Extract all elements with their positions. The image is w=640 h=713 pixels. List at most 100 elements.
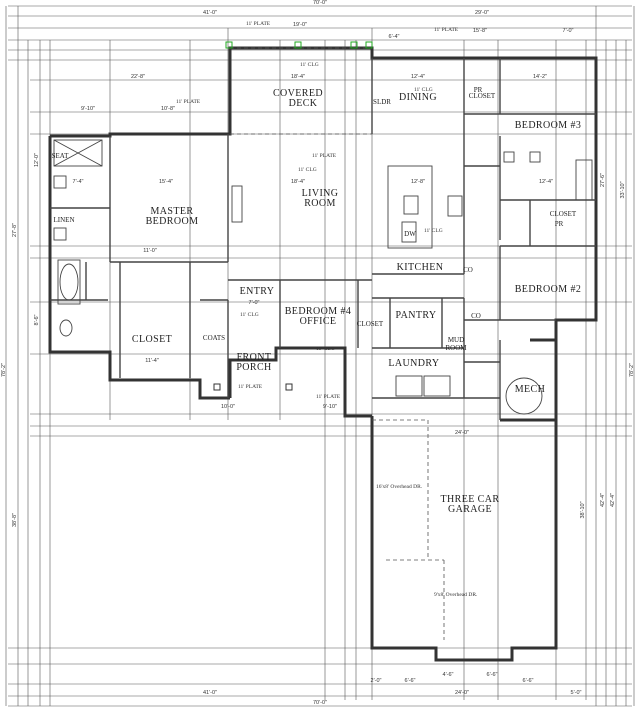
dim-right-total: 78'-2"	[629, 363, 635, 377]
office-label: BEDROOM #4	[285, 306, 352, 317]
dim-top-d: 7'-0"	[563, 28, 574, 34]
dim-right-b: 33'-10"	[620, 181, 626, 198]
dim-row4-a: 9'-10"	[81, 106, 95, 112]
dim-deck2: 18'-4"	[291, 74, 305, 80]
deck-columns	[213, 41, 373, 391]
clg-note-entry: 11' CLG	[240, 312, 259, 318]
garage-label-2: GARAGE	[448, 504, 492, 515]
pr-closet-label-2: CLOSET	[469, 92, 496, 100]
laundry-label: LAUNDRY	[388, 358, 439, 369]
dim-mid-6: 12'-4"	[539, 179, 553, 185]
seat-label: SEAT	[52, 152, 69, 160]
dim-deck: 22'-8"	[131, 74, 145, 80]
coats-label: COATS	[203, 334, 225, 342]
covered-deck-label: COVERED	[273, 88, 323, 99]
pr-closet-label: PR	[474, 86, 483, 94]
plate-note-deck: 11' PLATE	[176, 99, 201, 105]
dw-label: DW	[404, 230, 416, 238]
clg-note-office: 11' CLG	[316, 346, 335, 352]
dim-right-d: 42'-4"	[610, 493, 616, 507]
dim-bot-g5: 2'-0"	[371, 678, 382, 684]
dim-right-a: 27'-6"	[600, 173, 606, 187]
dim-bot-left: 41'-0"	[203, 690, 217, 696]
bedroom-2-label: BEDROOM #2	[515, 284, 582, 295]
dim-bot-g2: 6'-6"	[523, 678, 534, 684]
front-porch-label: FRONT	[237, 352, 272, 363]
closet-small-label: CLOSET	[357, 320, 384, 328]
closet-right-label: CLOSET	[550, 210, 577, 218]
plate-note-dining: 11' PLATE	[434, 27, 459, 33]
master-bedroom-label-2: BEDROOM	[146, 216, 199, 227]
office-label-2: OFFICE	[300, 316, 337, 327]
front-porch-label-2: PORCH	[236, 362, 271, 373]
dim-left-total: 78'-2"	[1, 363, 7, 377]
bedroom-3-label: BEDROOM #3	[515, 120, 582, 131]
room-labels: COVERED DECK DINING SLDR PR CLOSET BEDRO…	[52, 86, 582, 515]
dim-bed3-w: 14'-2"	[533, 74, 547, 80]
dim-mid-1: 15'-4"	[159, 179, 173, 185]
dim-top-b: 6'-4"	[389, 34, 400, 40]
dim-mid-4: 11'-0"	[143, 248, 157, 254]
dim-mid-5: 7'-4"	[73, 179, 84, 185]
clg-note-kitchen: 11' CLG	[424, 228, 443, 234]
dim-left-upper: 27'-8"	[12, 223, 18, 237]
dim-bot-g4: 6'-6"	[487, 672, 498, 678]
dim-dining-w: 12'-4"	[411, 74, 425, 80]
dim-left-lower: 38'-8"	[12, 513, 18, 527]
covered-deck-label-2: DECK	[289, 98, 318, 109]
overhead-9-note: 9'x8' Overhead DR.	[434, 592, 478, 598]
dimension-lines	[5, 5, 635, 707]
dim-mid-10: 10'-0"	[221, 404, 235, 410]
clg-note-living: 11' CLG	[298, 167, 317, 173]
dim-mid-8: 9'-10"	[323, 404, 337, 410]
sldr-label: SLDR	[373, 98, 391, 106]
plate-note-porch: 11' PLATE	[238, 384, 263, 390]
dim-bot-total: 70'-0"	[313, 700, 327, 706]
co2-label: CO	[471, 312, 481, 320]
mud-room-label: MUD	[448, 336, 464, 344]
dim-left-b: 8'-6"	[34, 314, 40, 325]
dim-top-c: 15'-8"	[473, 28, 487, 34]
dim-mid-9: 7'-0"	[249, 300, 260, 306]
linen-label: LINEN	[54, 216, 75, 224]
plate-note-top: 11' PLATE	[246, 21, 271, 27]
dim-right-c: 42'-4"	[600, 493, 606, 507]
dim-top-a: 19'-0"	[293, 22, 307, 28]
dining-label: DINING	[399, 92, 437, 103]
clg-note-deck: 11' CLG	[300, 62, 319, 68]
pr-small-label: PR	[555, 220, 564, 228]
dim-bot-mid: 24'-0"	[455, 690, 469, 696]
overhead-16-note: 16'x8' Overhead DR.	[376, 484, 423, 490]
dim-left-a: 12'-0"	[34, 153, 40, 167]
dim-bot-g3: 4'-6"	[443, 672, 454, 678]
dim-top-left: 41'-0"	[203, 10, 217, 16]
living-room-label-2: ROOM	[304, 198, 336, 209]
pantry-label: PANTRY	[396, 310, 437, 321]
dim-top-right: 29'-0"	[475, 10, 489, 16]
kitchen-label: KITCHEN	[397, 262, 444, 273]
dim-right-e: 38'-10"	[580, 501, 586, 518]
master-bedroom-label: MASTER	[151, 206, 194, 217]
dim-bot-g1: 6'-6"	[405, 678, 416, 684]
plate-note-living: 11' PLATE	[312, 153, 337, 159]
dim-mid-11: 24'-0"	[455, 430, 469, 436]
co-label: CO	[463, 266, 473, 274]
interior-walls	[50, 47, 596, 420]
mech-label: MECH	[515, 384, 546, 395]
dim-bot-right: 5'-0"	[571, 690, 582, 696]
dim-row4-b: 10'-8"	[161, 106, 175, 112]
clg-note-dining: 11' CLG	[414, 87, 433, 93]
mud-room-label-2: ROOM	[445, 344, 467, 352]
closet-master-label: CLOSET	[132, 334, 172, 345]
fixtures	[53, 139, 593, 640]
entry-label: ENTRY	[240, 286, 275, 297]
dim-mid-7: 11'-4"	[145, 358, 159, 364]
dim-mid-3: 12'-8"	[411, 179, 425, 185]
plan-notes: 11' PLATE 11' PLATE 11' PLATE 11' PLATE …	[176, 21, 478, 598]
garage-label: THREE CAR	[441, 494, 500, 505]
living-room-label: LIVING	[302, 188, 339, 199]
plate-note-garage: 11' PLATE	[316, 394, 341, 400]
dim-mid-2: 18'-4"	[291, 179, 305, 185]
